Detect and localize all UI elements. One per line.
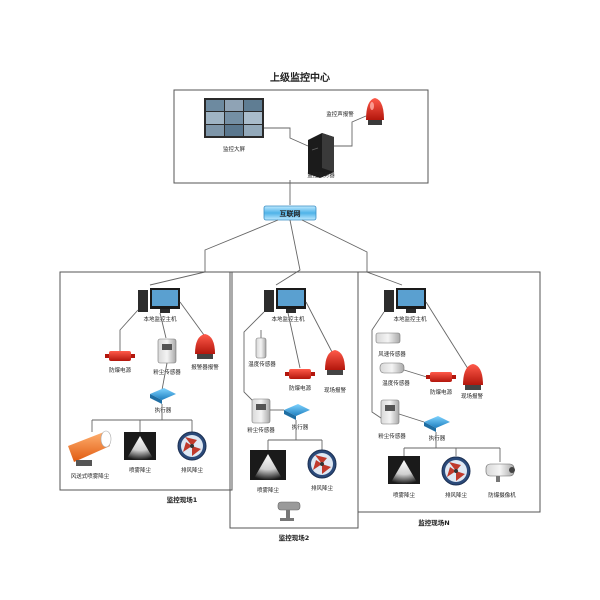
site1-fan-label: 排风降尘 [181,466,204,474]
site1-executor-label: 执行器 [155,406,172,414]
site1-alarm-label: 报警器报警 [191,363,219,371]
siteN-power-label: 防爆电源 [430,388,453,396]
site2-temp-sensor-icon [255,330,267,359]
siteN-camera-label: 防爆摄像机 [488,491,516,499]
site1-link-alarm [179,301,205,336]
alarm-light-icon [366,98,384,125]
siteN-alarm-label: 现场报警 [461,392,484,400]
siteN-dust-sensor-icon [380,399,400,425]
site1-alarm-icon [195,334,215,359]
alarm-label: 监控声报警 [326,110,354,118]
server-label: 监控服务器 [307,171,335,179]
site2-link-devices [267,420,323,450]
site1-title: 监控现场1 [167,495,198,504]
site2-executor-label: 执行器 [292,423,309,431]
site1-fog-cannon-icon [68,430,112,466]
siteN-executor-label: 执行器 [429,434,446,442]
site2-dust-sensor-icon [251,398,271,424]
site1-link-devices [91,404,193,432]
siteN-camera-icon [485,463,515,482]
link-network-site2 [275,219,301,286]
site1-box [59,271,233,491]
siteN-sensor-label: 粉尘传感器 [378,432,406,440]
site1-spray-icon [124,432,156,460]
video-wall-icon [204,98,264,138]
site1-host-icon [138,288,180,313]
video-wall-label: 监控大屏 [223,145,246,153]
siteN-link-devices [403,432,501,462]
site2-fan-label: 排风降尘 [311,484,334,492]
site1-executor-icon [150,388,176,404]
siteN-executor-icon [424,416,450,432]
siteN-host-label: 本地监控主机 [393,315,427,323]
site2-temp-sensor-label: 温度传感器 [248,360,276,368]
siteN-host-icon [384,288,426,313]
site2-executor-icon [284,404,310,420]
siteN-link-power [403,369,431,379]
siteN-spray-label: 喷雾降尘 [393,491,416,499]
site1-power-label: 防爆电源 [109,366,132,374]
siteN-link-alarm [425,301,471,373]
site1-dust-sensor-icon [157,338,177,364]
network-label: 互联网 [280,209,301,218]
link-wall-server [264,127,309,147]
site1-link-executor [161,362,168,391]
siteN-temp-sensor-label: 温度传感器 [382,379,410,387]
control-center-box [173,89,429,184]
site2-power-label: 防爆电源 [289,384,312,392]
site2-fan-icon [307,449,337,479]
siteN-fan-label: 排风降尘 [445,491,468,499]
site2-sensor-label: 粉尘传感器 [247,426,275,434]
siteN-wind-sensor-icon [375,332,401,344]
siteN-wind-sensor-label: 风速传感器 [378,350,406,358]
siteN-power-icon [426,372,456,382]
siteN-link-left [371,311,385,421]
siteN-fan-icon [441,456,471,486]
site1-host-label: 本地监控主机 [143,315,177,323]
site2-camera-icon [277,501,301,521]
link-network-site1 [149,219,279,286]
siteN-link-executor [398,413,425,423]
site1-link-power [119,309,139,352]
server-icon [308,133,334,178]
site1-link-sensor [159,312,167,339]
link-network-siteN [301,219,403,286]
site2-power-icon [285,369,315,379]
site2-host-icon [264,288,306,313]
site2-spray-label: 喷雾降尘 [257,486,280,494]
siteN-box [357,271,541,513]
siteN-title: 监控现场N [418,518,449,527]
site2-alarm-label: 现场报警 [324,386,347,394]
control-center-title: 上级监控中心 [270,71,330,84]
site2-link-right [287,301,333,369]
site2-alarm-icon [325,350,345,375]
site1-spray-label: 喷雾降尘 [129,466,152,474]
siteN-spray-icon [388,456,420,484]
site2-link-left [243,311,265,403]
site1-fog-cannon-label: 风送式喷雾降尘 [71,472,110,480]
site1-fan-icon [177,431,207,461]
site2-title: 监控现场2 [279,533,310,542]
site2-spray-icon [250,450,286,480]
site1-power-icon [105,351,135,361]
site2-host-label: 本地监控主机 [271,315,305,323]
site1-sensor-label: 粉尘传感器 [153,368,181,376]
link-server-alarm [334,115,367,147]
siteN-alarm-icon [463,364,483,390]
siteN-temp-sensor-icon [379,362,405,374]
